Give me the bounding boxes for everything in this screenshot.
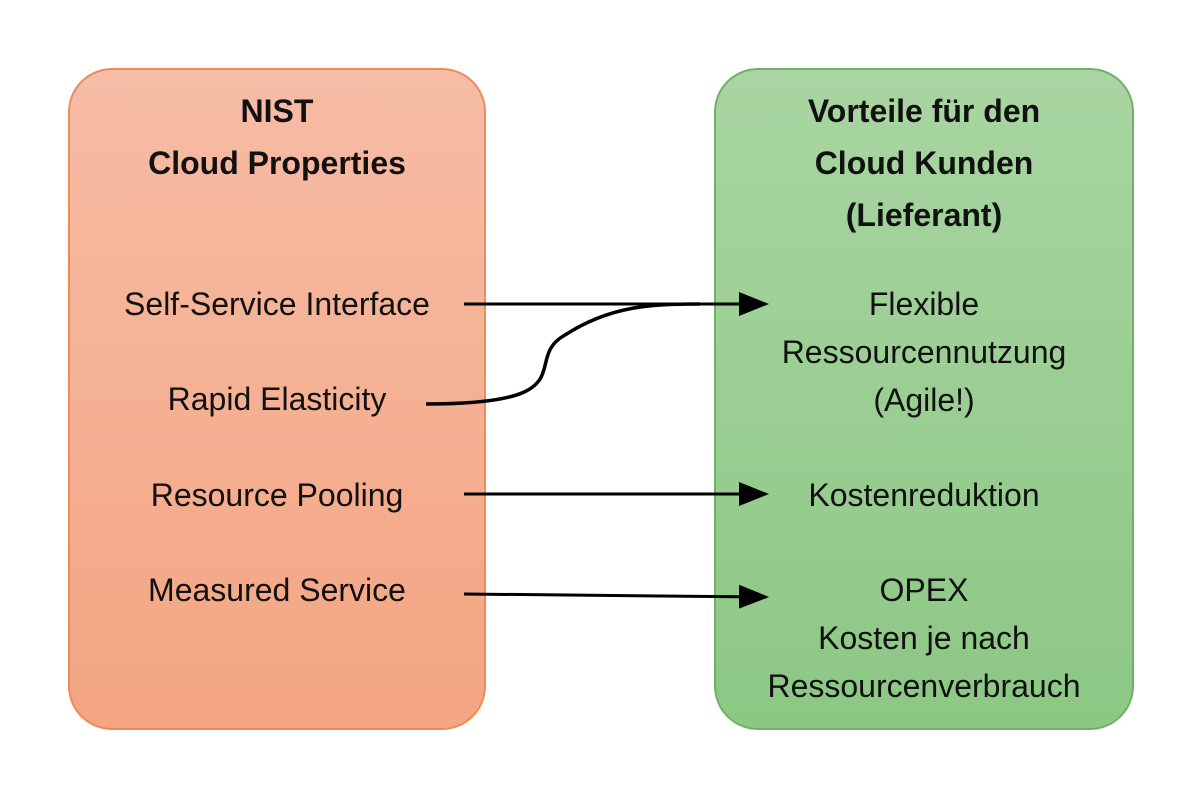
benefit-flexible-line-2: Ressourcennutzung xyxy=(781,334,1067,370)
benefits-title-line-1: Vorteile für den xyxy=(807,93,1041,129)
benefits-title-line-3: (Lieferant) xyxy=(845,197,1003,233)
benefit-opex-line-3: Ressourcenverbrauch xyxy=(767,668,1081,704)
property-resource-pooling: Resource Pooling xyxy=(150,477,404,513)
customer-benefits-panel xyxy=(714,68,1134,730)
arrow-measured-service-to-opex xyxy=(463,584,769,609)
benefit-flexible-resource-use: Flexible Ressourcennutzung (Agile!) xyxy=(714,280,1134,424)
benefit-flexible-line-1: Flexible xyxy=(868,286,980,322)
benefits-title-line-2: Cloud Kunden xyxy=(814,145,1034,181)
property-measured-service: Measured Service xyxy=(148,572,406,608)
nist-properties-panel xyxy=(68,68,486,730)
property-self-service-interface: Self-Service Interface xyxy=(124,286,430,322)
benefit-opex-line-1: OPEX xyxy=(879,572,969,608)
benefit-opex-line-2: Kosten je nach xyxy=(818,620,1030,656)
curve-rapid-elasticity-to-flexible xyxy=(425,302,701,406)
nist-title-line-2: Cloud Properties xyxy=(148,145,406,181)
benefit-flexible-line-3: (Agile!) xyxy=(873,382,975,418)
benefits-panel-title: Vorteile für den Cloud Kunden (Lieferant… xyxy=(714,85,1134,241)
benefit-cost-reduction-line-1: Kostenreduktion xyxy=(808,477,1040,513)
benefit-opex: OPEX Kosten je nach Ressourcenverbrauch xyxy=(714,566,1134,710)
property-rapid-elasticity: Rapid Elasticity xyxy=(167,381,387,417)
benefit-cost-reduction: Kostenreduktion xyxy=(714,471,1134,519)
nist-title-line-1: NIST xyxy=(240,93,314,129)
nist-panel-title: NIST Cloud Properties xyxy=(68,85,486,189)
